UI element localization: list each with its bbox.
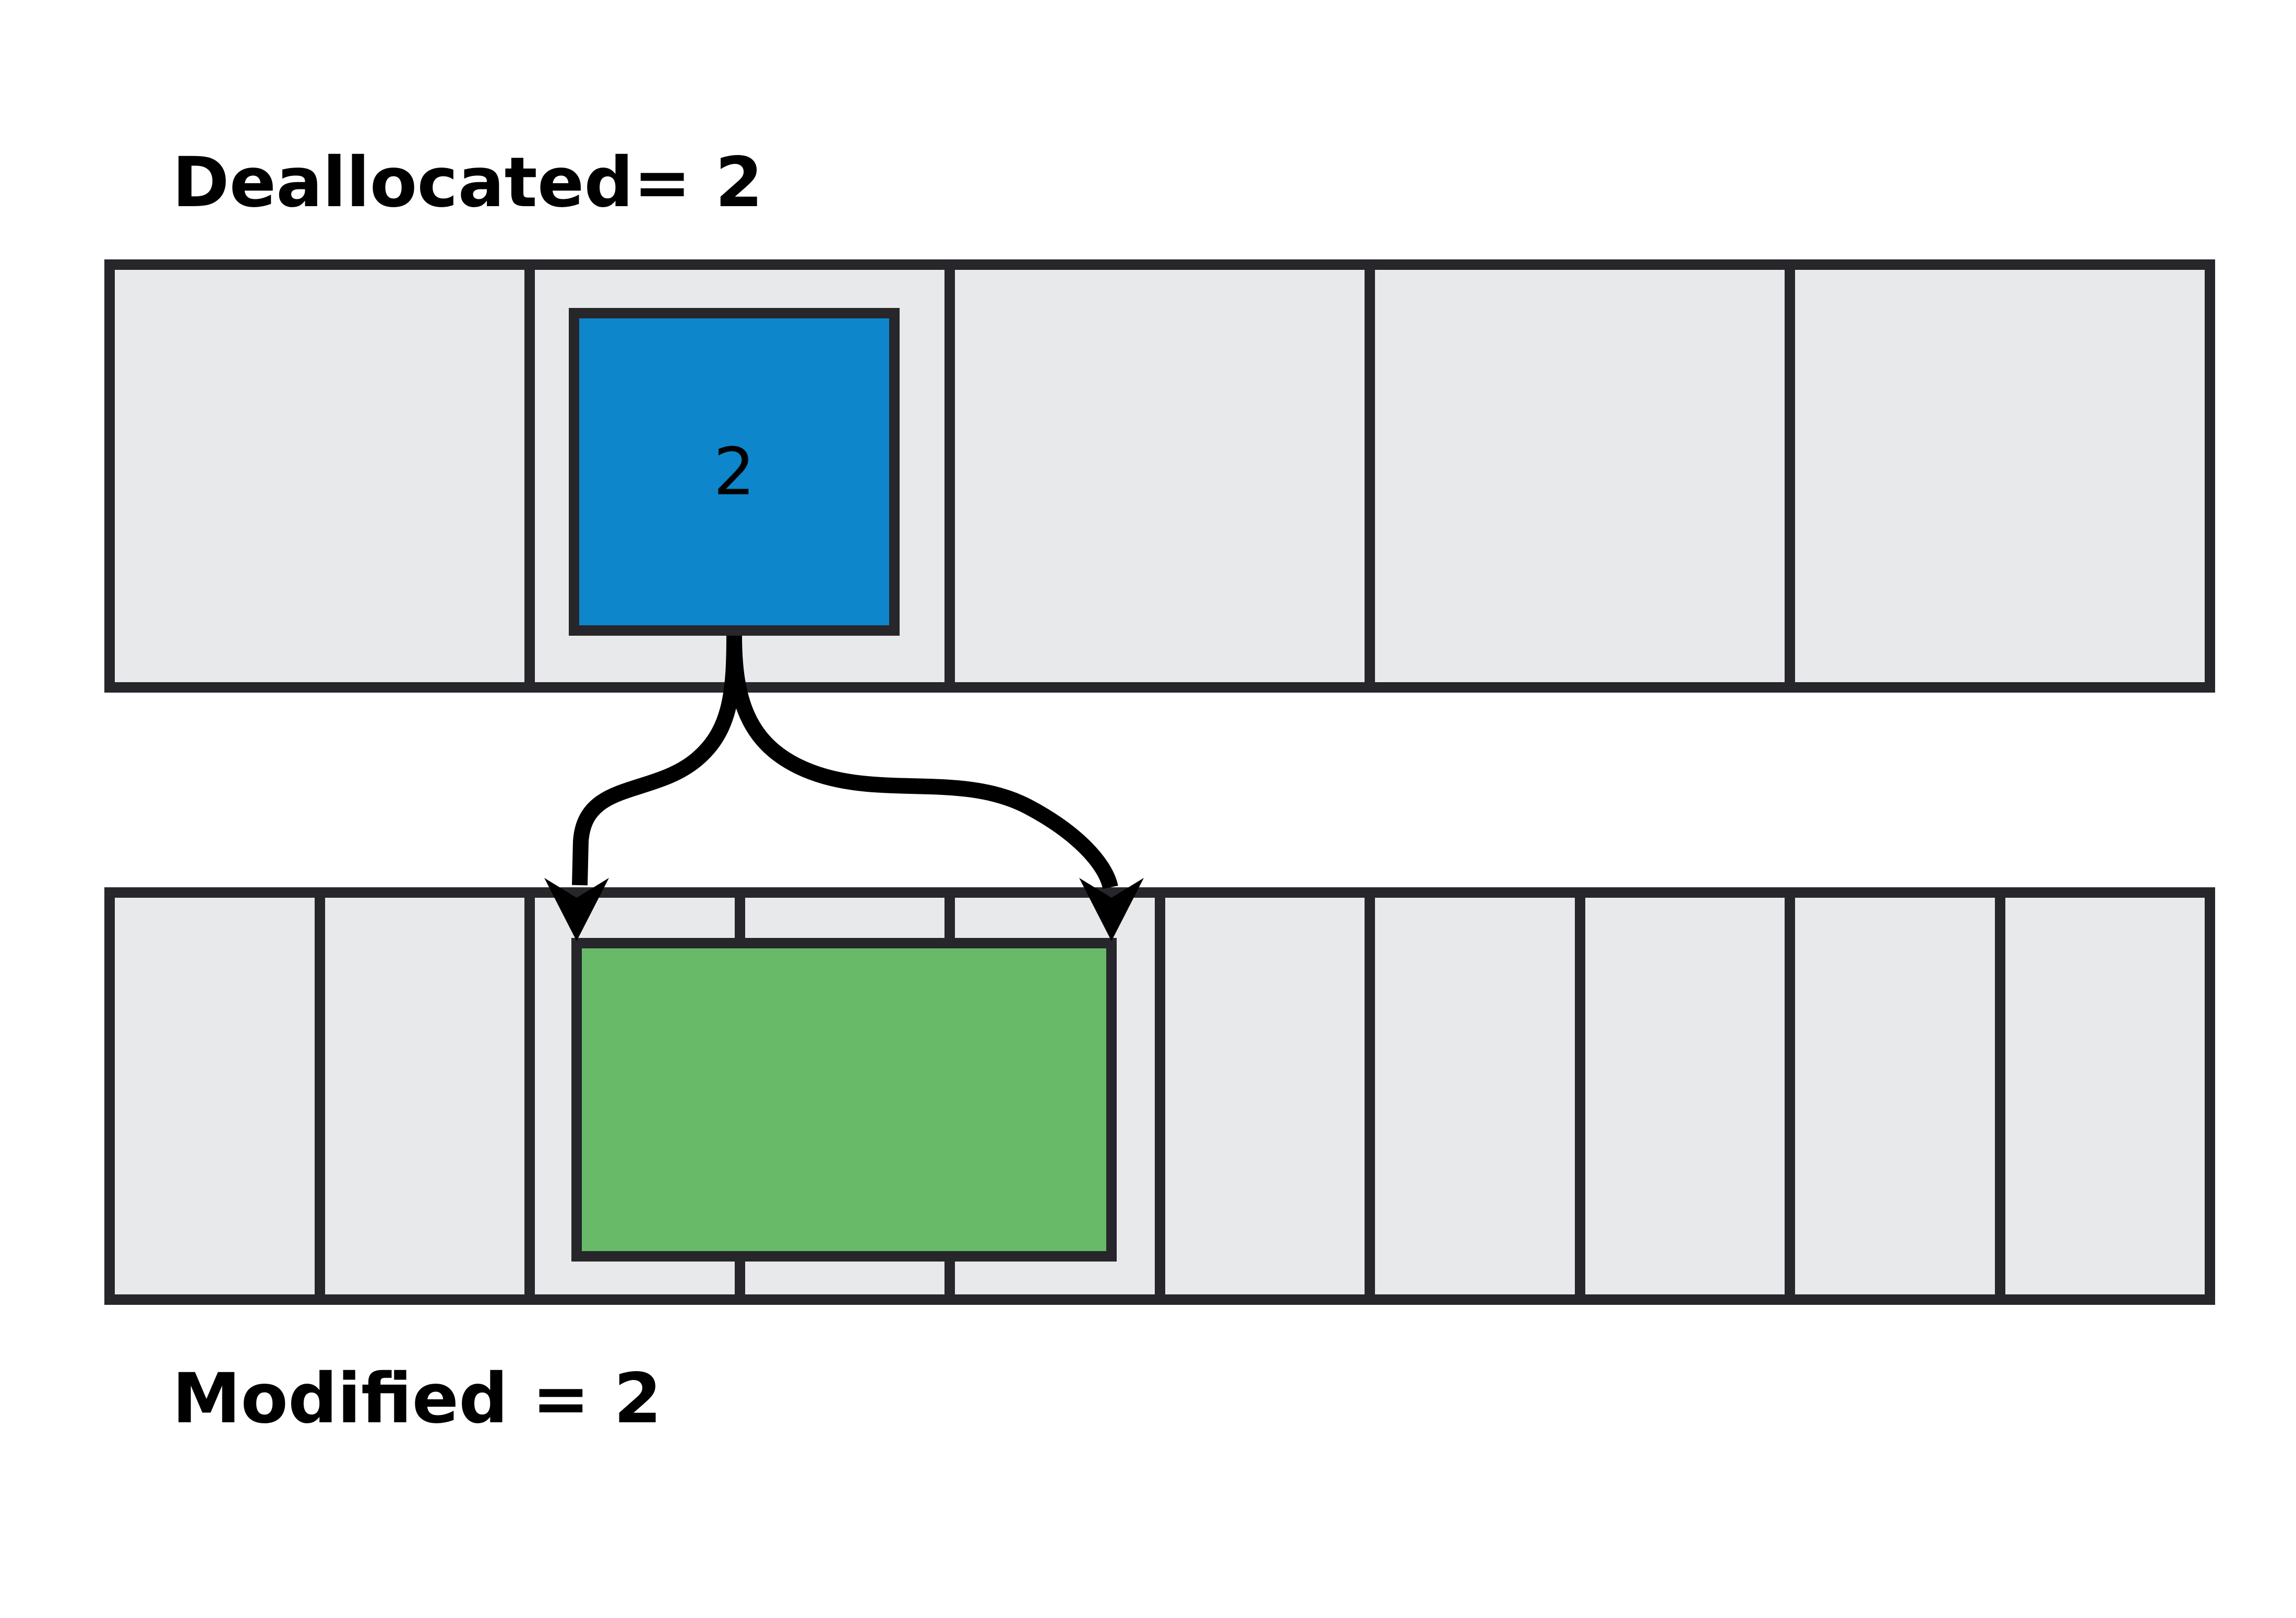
memory-cell [1795,270,2205,682]
memory-cell [1585,898,1785,1294]
memory-cell [2005,898,2205,1294]
memory-cell [1375,898,1575,1294]
deallocated-block-value: 2 [713,434,755,510]
memory-cell [1165,898,1365,1294]
modified-row [104,887,2215,1305]
memory-cell [955,270,1365,682]
memory-cell [1375,270,1785,682]
modified-label: Modified = 2 [172,1359,662,1439]
deallocated-label: Deallocated= 2 [172,142,763,223]
deallocated-block: 2 [569,308,900,636]
memory-cell [325,898,524,1294]
deallocated-row [104,259,2215,693]
memory-cell [115,270,524,682]
memory-cell [115,898,315,1294]
memory-cell [1795,898,1995,1294]
modified-block [571,938,1117,1262]
